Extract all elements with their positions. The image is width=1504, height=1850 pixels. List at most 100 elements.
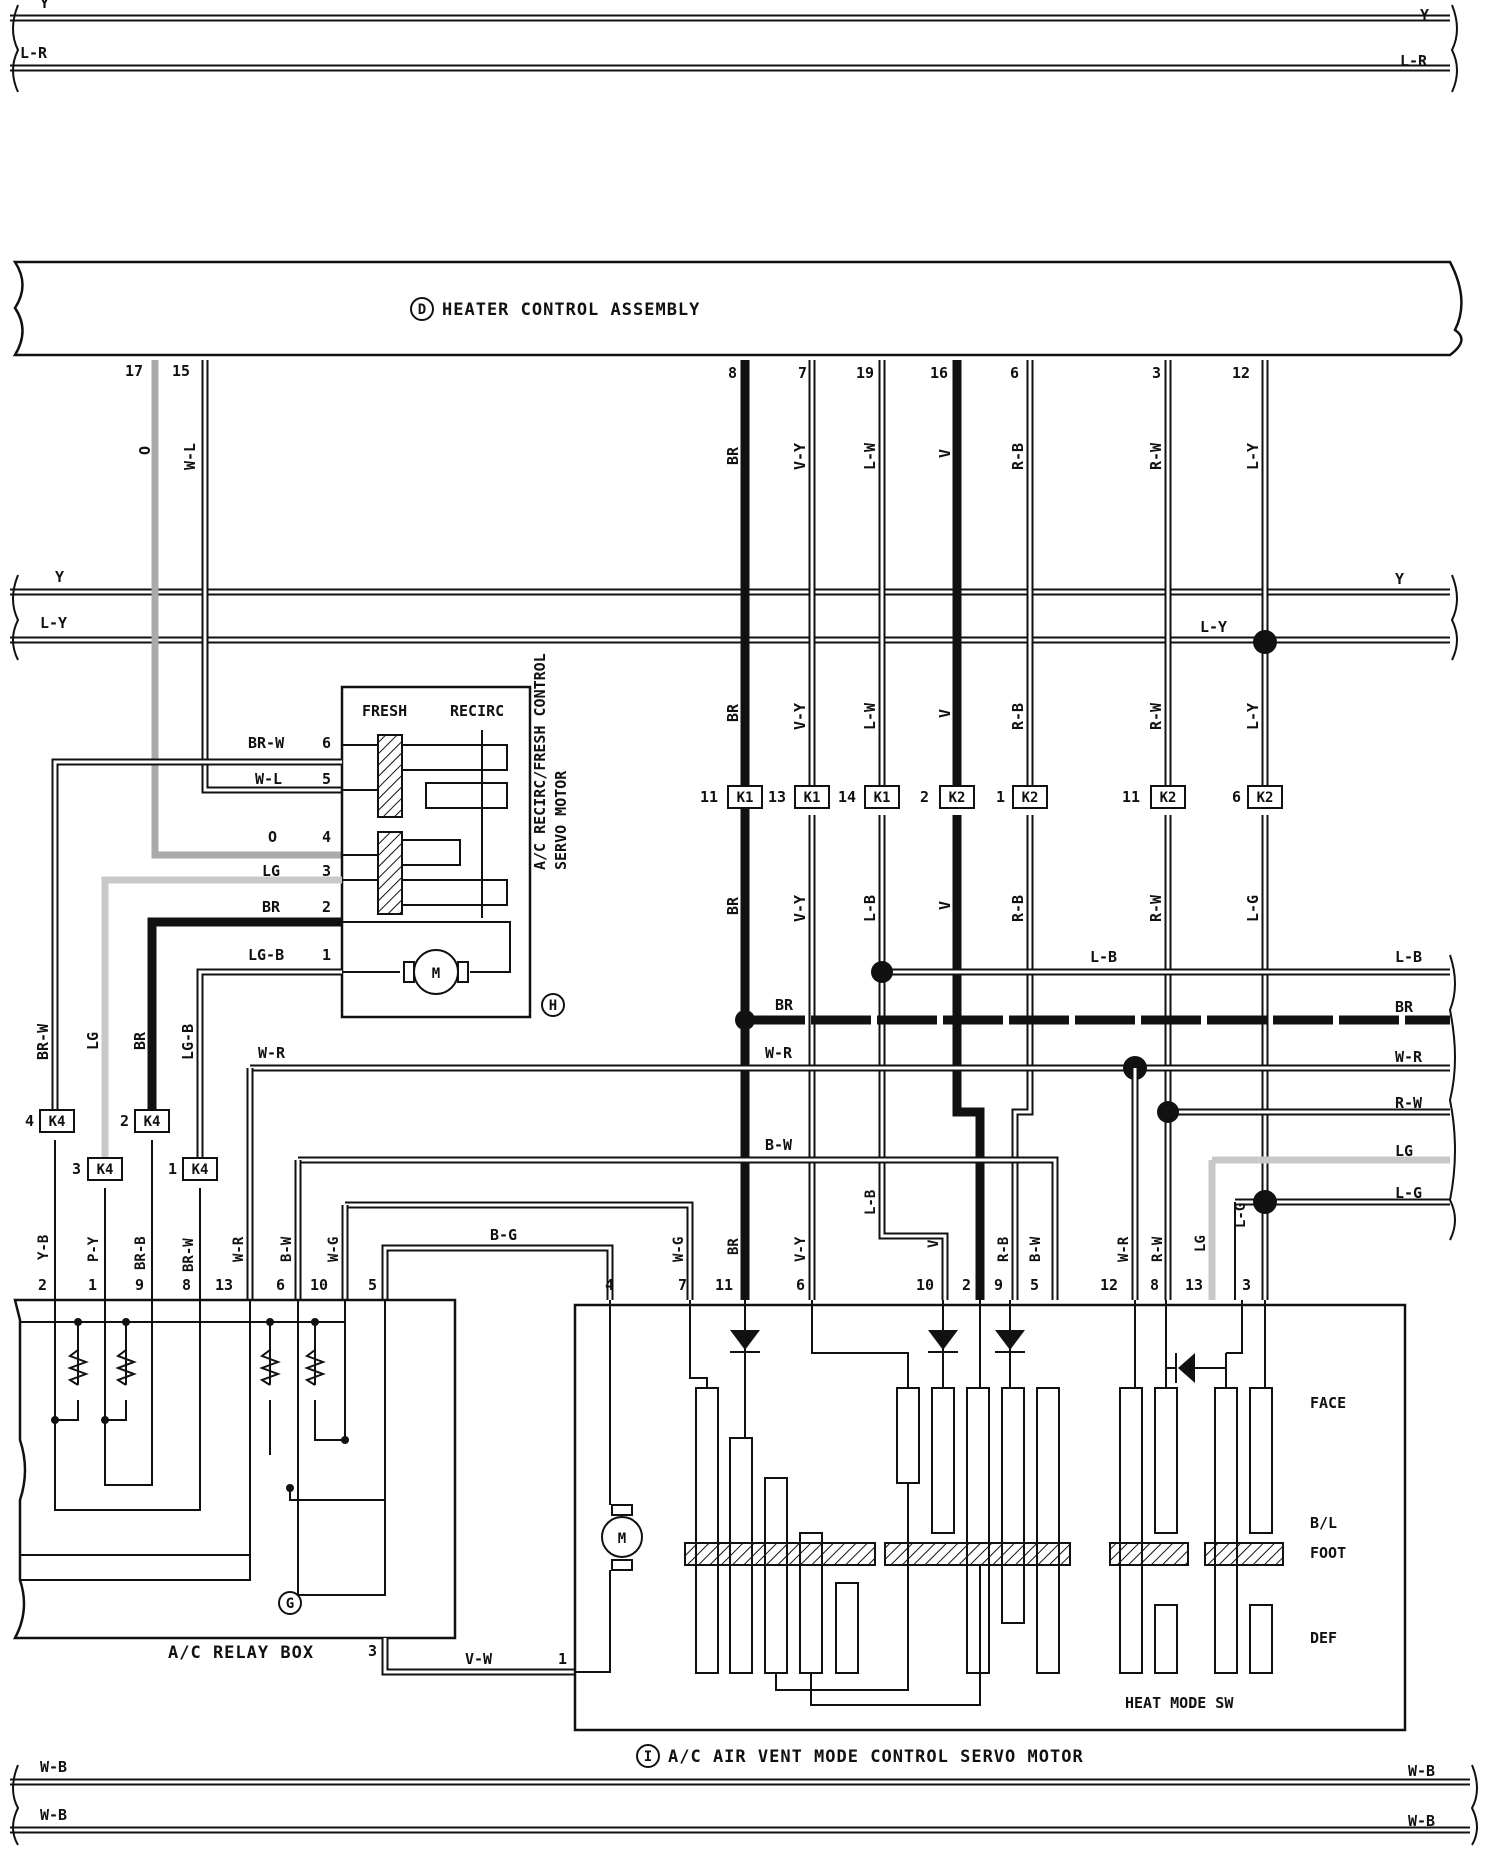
servo-title-1: A/C RECIRC/FRESH CONTROL <box>531 653 549 870</box>
upper-v-2: V <box>936 709 954 718</box>
k4-wire-br: BR <box>131 1031 149 1050</box>
heater-title: HEATER CONTROL ASSEMBLY <box>442 300 700 320</box>
relay-pin-10: 10 <box>310 1276 328 1294</box>
vent-letter: I <box>644 1749 652 1765</box>
heater-pin-7: 7 <box>798 364 807 382</box>
relay-pin-3: 3 <box>368 1642 377 1660</box>
k4-wire-lgb: LG-B <box>179 1024 197 1060</box>
k4-pin-2: 2 <box>120 1112 129 1130</box>
k4-lower-brb: BR-B <box>133 1236 149 1270</box>
lower-rw: R-W <box>1147 894 1165 922</box>
servo-pin-1: 1 <box>322 946 331 964</box>
servo-title-2: SERVO MOTOR <box>552 770 570 870</box>
bw-mid-label: B-W <box>765 1136 793 1154</box>
relay-pin-8: 8 <box>182 1276 191 1294</box>
vent-wire-wr: W-R <box>1116 1236 1132 1262</box>
relay-wire-wg: W-G <box>326 1237 342 1262</box>
lower-lg: L-G <box>1244 895 1262 922</box>
top-bus: Y Y L-R L-R <box>10 0 1458 93</box>
upper-br-1: BR <box>724 446 742 465</box>
vent-pin-8: 8 <box>1150 1276 1159 1294</box>
vent-wire-rb: R-B <box>996 1237 1012 1262</box>
servo-wire-brw: BR-W <box>248 734 285 752</box>
heater-control-assembly: D HEATER CONTROL ASSEMBLY <box>12 260 1463 357</box>
upper-lw-1: L-W <box>861 442 879 470</box>
lower-vertical-wires: BR V-Y L-B V R-B R-W L-G <box>724 815 1269 1300</box>
right-bus: L-B L-B BR BR W-R W-R W-R R-W LG L-G B-W <box>246 948 1456 1300</box>
bus-top-y-left: Y <box>40 0 49 12</box>
upper-ly-2: L-Y <box>1244 703 1262 730</box>
k-pin-2: 13 <box>768 788 786 806</box>
servo-wire-wl: W-L <box>255 770 282 788</box>
servo-pin-4: 4 <box>322 828 331 846</box>
relay-wire-wr: W-R <box>231 1236 247 1262</box>
vent-title: A/C AIR VENT MODE CONTROL SERVO MOTOR <box>668 1747 1084 1767</box>
servo-motor-letter: M <box>432 966 440 982</box>
k4-box-4: K4 <box>49 1114 66 1130</box>
bus-top-lr-left: L-R <box>20 44 48 62</box>
vw-label: V-W <box>465 1650 493 1668</box>
heater-pin-6: 6 <box>1010 364 1019 382</box>
right-br-mid: BR <box>775 996 794 1014</box>
wire-o-label: O <box>136 446 154 455</box>
bus-top-y-right: Y <box>1420 6 1429 24</box>
servo-wire-br: BR <box>262 898 281 916</box>
bus-mid-ly-right: L-Y <box>1200 618 1227 636</box>
right-lg2: L-G <box>1395 1184 1422 1202</box>
vent-servo-motor: 4 7 11 6 10 2 9 5 12 8 13 3 W-G BR V-Y L… <box>573 1190 1407 1768</box>
k-pin-5: 1 <box>996 788 1005 806</box>
vent-pin-3: 3 <box>1242 1276 1251 1294</box>
k4-box-1: K4 <box>192 1162 209 1178</box>
bus-mid-ly-left: L-Y <box>40 614 67 632</box>
k4-pin-3: 3 <box>72 1160 81 1178</box>
vent-bl-label: B/L <box>1310 1514 1337 1532</box>
bus-mid-y-right: Y <box>1395 570 1404 588</box>
wire-wl-label: W-L <box>181 443 199 470</box>
k-pin-1: 11 <box>700 788 718 806</box>
relay-pin-6: 6 <box>276 1276 285 1294</box>
vent-wire-vy: V-Y <box>793 1236 809 1262</box>
vent-pin-11: 11 <box>715 1276 733 1294</box>
bg-label: B-G <box>490 1226 517 1244</box>
vent-wire-bw: B-W <box>1028 1236 1044 1262</box>
vent-face-label: FACE <box>1310 1394 1346 1412</box>
heater-pin-12: 12 <box>1232 364 1250 382</box>
k-box-3: K1 <box>874 790 891 806</box>
k-box-1: K1 <box>737 790 754 806</box>
bottom-bus: W-B W-B W-B W-B <box>10 1758 1478 1846</box>
vent-wire-lg: LG <box>1193 1235 1209 1252</box>
heater-letter: D <box>418 302 426 318</box>
relay-letter: G <box>286 1596 294 1612</box>
heater-left-wires: 17 15 O W-L <box>125 360 342 859</box>
vent-wire-v: V <box>926 1239 942 1248</box>
k-pin-3: 14 <box>838 788 856 806</box>
servo-pin-3: 3 <box>322 862 331 880</box>
relay-link-wires: B-G <box>341 1201 694 1300</box>
relay-pin-13: 13 <box>215 1276 233 1294</box>
k4-pin-1: 1 <box>168 1160 177 1178</box>
vent-wire-wg: W-G <box>671 1237 687 1262</box>
vent-pin-4: 4 <box>605 1276 614 1294</box>
lower-br: BR <box>724 896 742 915</box>
k-box-4: K2 <box>949 790 966 806</box>
k-box-7: K2 <box>1257 790 1274 806</box>
relay-box: G A/C RELAY BOX 2 1 9 8 13 6 10 5 W-R B-… <box>12 1236 457 1663</box>
wr-mid-label: W-R <box>765 1044 793 1062</box>
vent-wire-br: BR <box>726 1238 742 1255</box>
relay-pin-5: 5 <box>368 1276 377 1294</box>
k4-wire-lg: LG <box>84 1032 102 1050</box>
vent-pin-12: 12 <box>1100 1276 1118 1294</box>
upper-ly-1: L-Y <box>1244 443 1262 470</box>
upper-br-2: BR <box>724 703 742 722</box>
lower-vy: V-Y <box>791 895 809 922</box>
vent-pin-1: 1 <box>558 1650 567 1668</box>
bus-bottom-wb-1: W-B <box>40 1758 67 1776</box>
lower-lb: L-B <box>861 895 879 922</box>
relay-wire-bw: B-W <box>279 1236 295 1262</box>
upper-rb-2: R-B <box>1009 703 1027 730</box>
k4-box-3: K4 <box>97 1162 114 1178</box>
servo-pin-5: 5 <box>322 770 331 788</box>
k-box-6: K2 <box>1160 790 1177 806</box>
vent-sw-label: HEAT MODE SW <box>1125 1694 1234 1712</box>
k4-pin-4: 4 <box>25 1112 34 1130</box>
